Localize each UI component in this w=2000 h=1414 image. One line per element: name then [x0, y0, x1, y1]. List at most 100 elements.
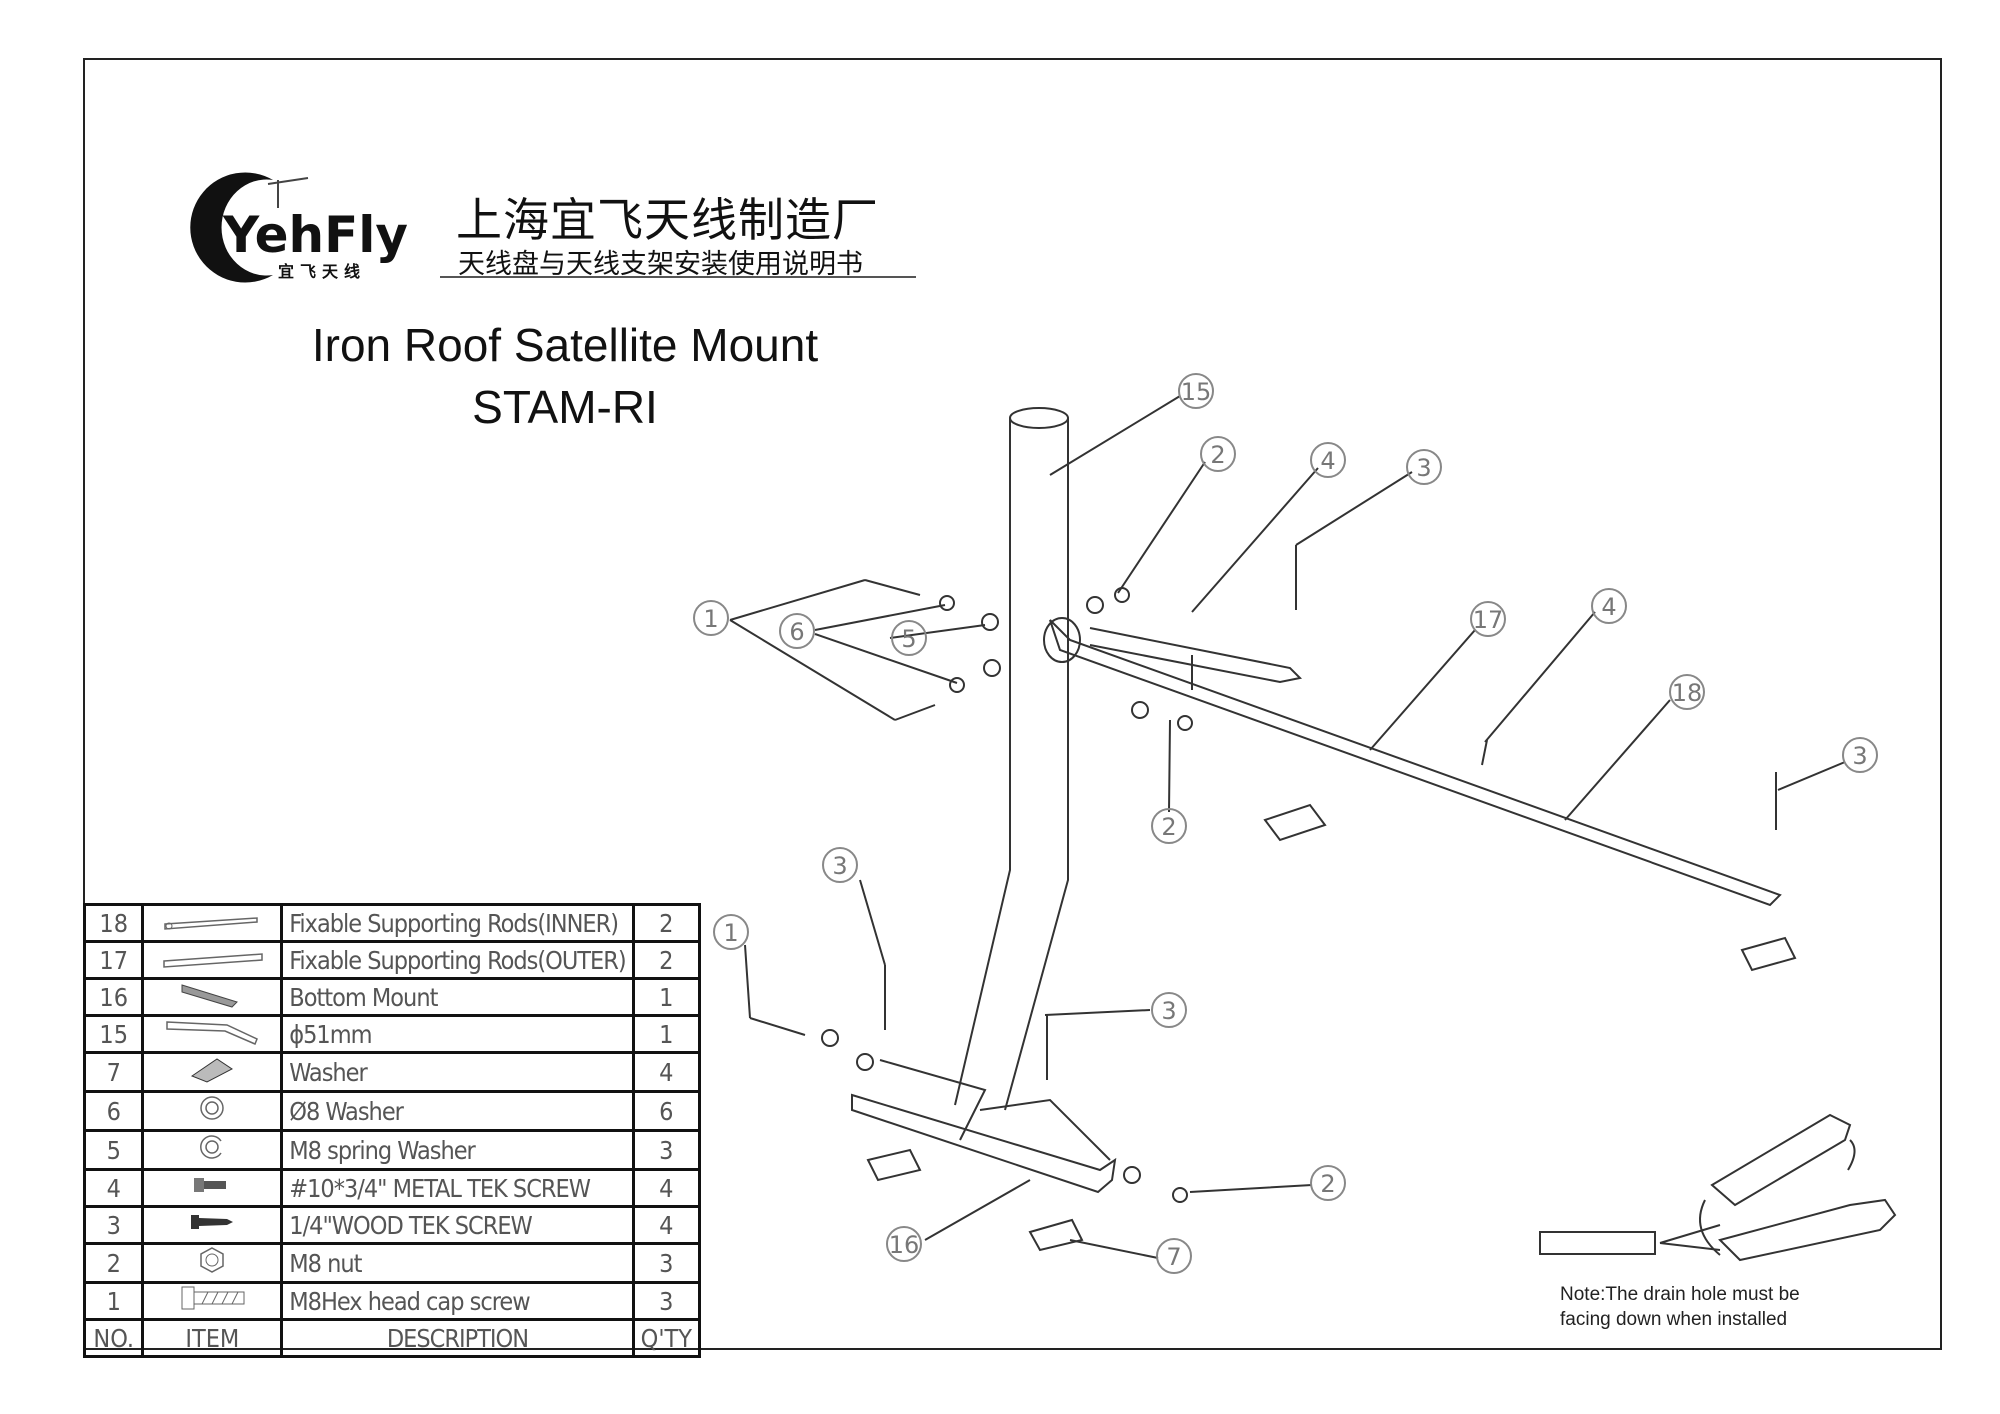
part-qty: 1: [631, 1014, 702, 1054]
callout-5: 5: [891, 620, 927, 656]
svg-text:4: 4: [1601, 593, 1616, 621]
callout-4: 4: [1591, 588, 1627, 624]
part-description: Washer: [280, 1051, 635, 1093]
callout-16: 16: [886, 1226, 922, 1262]
svg-text:18: 18: [1672, 679, 1703, 707]
table-row: 18 Fixable Supporting Rods(INNER)2: [82, 903, 702, 943]
pipe-icon: [141, 1014, 284, 1054]
bottom-mount-16: [851, 1059, 1117, 1194]
hex-bolt-icon: [141, 1281, 284, 1321]
svg-text:15: 15: [1181, 378, 1212, 406]
svg-text:3: 3: [1416, 454, 1431, 482]
yehfly-logo: YehFly 宜飞天线: [190, 172, 408, 283]
svg-text:2: 2: [1210, 441, 1225, 469]
part-qty: 4: [631, 1051, 702, 1093]
callout-2: 2: [1151, 808, 1187, 844]
part-description: 1/4"WOOD TEK SCREW: [280, 1205, 635, 1245]
part-description: M8Hex head cap screw: [280, 1281, 635, 1321]
drain-hole-note: Note:The drain hole must be facing down …: [1560, 1282, 1800, 1332]
part-description: Bottom Mount: [280, 977, 635, 1017]
part-no: 15: [82, 1014, 145, 1054]
inner-rod-icon: [141, 903, 284, 943]
company-name-cn: 上海宜飞天线制造厂: [456, 193, 879, 247]
callout-6: 6: [779, 613, 815, 649]
part-no: 7: [82, 1051, 145, 1093]
part-description: #10*3/4" METAL TEK SCREW: [280, 1168, 635, 1208]
part-qty: 4: [631, 1168, 702, 1208]
part-qty: 3: [631, 1281, 702, 1321]
callout-1: 1: [693, 600, 729, 636]
part-description: M8 spring Washer: [280, 1129, 635, 1171]
callout-3: 3: [822, 847, 858, 883]
manual-subtitle-cn: 天线盘与天线支架安装使用说明书: [458, 249, 863, 280]
wood-screw-icon: [141, 1205, 284, 1245]
metal-screw-icon: [141, 1168, 284, 1208]
svg-text:5: 5: [901, 625, 916, 653]
pole-15: [954, 418, 1069, 1111]
product-title: Iron Roof Satellite Mount: [311, 319, 819, 371]
part-qty: 2: [631, 903, 702, 943]
svg-text:宜飞天线: 宜飞天线: [278, 262, 366, 281]
callout-15: 15: [1178, 373, 1214, 409]
callout-3: 3: [1151, 992, 1187, 1028]
part-qty: 1: [631, 977, 702, 1017]
part-no: 5: [82, 1129, 145, 1171]
spring-washer-icon: [141, 1129, 284, 1171]
callout-2: 2: [1310, 1165, 1346, 1201]
part-no: 6: [82, 1090, 145, 1132]
drawing-frame: [83, 58, 1942, 1350]
bottom-mount-icon: [141, 977, 284, 1017]
part-no: 3: [82, 1205, 145, 1245]
svg-text:3: 3: [1161, 997, 1176, 1025]
part-qty: 2: [631, 940, 702, 980]
part-no: 16: [82, 977, 145, 1017]
roof-washer-icon: [141, 1051, 284, 1093]
part-description: Fixable Supporting Rods(INNER): [280, 903, 635, 943]
svg-text:3: 3: [1852, 742, 1867, 770]
part-description: Ø8 Washer: [280, 1090, 635, 1132]
svg-text:17: 17: [1473, 606, 1504, 634]
callout-2: 2: [1200, 436, 1236, 472]
callout-3: 3: [1406, 449, 1442, 485]
callout-1: 1: [713, 914, 749, 950]
part-qty: 3: [631, 1242, 702, 1284]
part-qty: 4: [631, 1205, 702, 1245]
callout-7: 7: [1156, 1238, 1192, 1274]
part-no: 1: [82, 1281, 145, 1321]
callout-18: 18: [1669, 674, 1705, 710]
upper-rod: [1089, 627, 1303, 684]
subtitle-underline: [440, 276, 916, 278]
callout-4: 4: [1310, 442, 1346, 478]
part-no: 18: [82, 903, 145, 943]
part-qty: 3: [631, 1129, 702, 1171]
svg-text:2: 2: [1161, 813, 1176, 841]
part-no: 4: [82, 1168, 145, 1208]
outer-rod-icon: [141, 940, 284, 980]
part-no: 2: [82, 1242, 145, 1284]
flat-washer-icon: [141, 1090, 284, 1132]
pole-top: [1009, 407, 1069, 429]
table-row: 17 Fixable Supporting Rods(OUTER)2: [82, 940, 702, 980]
part-no: 17: [82, 940, 145, 980]
part-description: ϕ51mm: [280, 1014, 635, 1054]
svg-text:6: 6: [789, 618, 804, 646]
callout-17: 17: [1470, 601, 1506, 637]
product-model: STAM-RI: [472, 381, 658, 433]
note-line-2: facing down when installed: [1560, 1309, 1788, 1330]
column-header-description: DESCRIPTION: [280, 1318, 635, 1358]
svg-text:1: 1: [723, 919, 738, 947]
svg-text:3: 3: [832, 852, 847, 880]
note-line-1: Note:The drain hole must be: [1560, 1284, 1800, 1305]
part-description: Fixable Supporting Rods(OUTER): [280, 940, 635, 980]
